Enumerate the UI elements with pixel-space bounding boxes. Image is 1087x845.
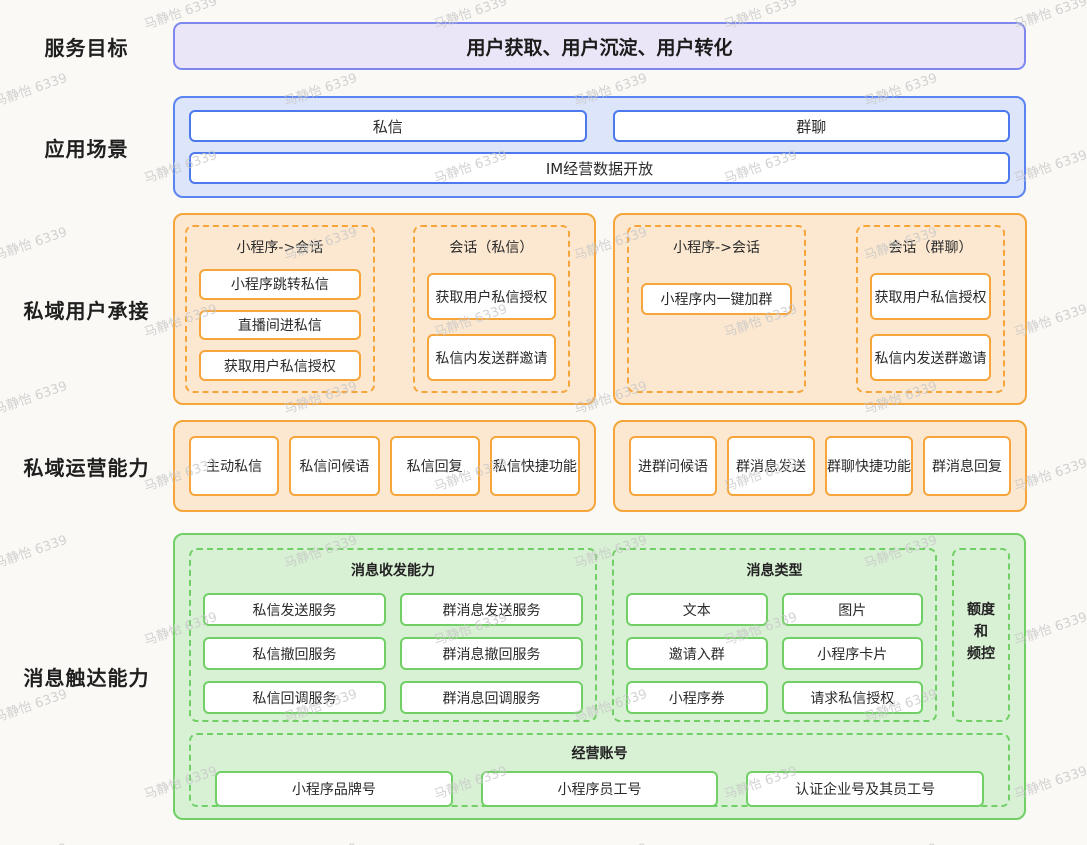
scene-im-data-node: IM经营数据开放	[189, 152, 1010, 184]
capability-node: 获取用户私信授权	[426, 273, 556, 320]
application-scene-panel: 私信 群聊 IM经营数据开放	[173, 96, 1026, 198]
watermark-text: 马静怡 6339	[571, 837, 649, 845]
group-title: 消息类型	[746, 563, 803, 579]
capability-node: 群聊快捷功能	[825, 436, 913, 496]
capability-node: 私信内发送群邀请	[870, 334, 991, 381]
capability-node: 小程序品牌号	[215, 771, 453, 807]
capability-node: 小程序跳转私信	[199, 269, 361, 300]
group-quota-frequency: 额度 和 频控	[952, 548, 1010, 722]
group-chat-group: 会话（群聊） 获取用户私信授权 私信内发送群邀请	[856, 225, 1005, 393]
row-label-service-goal: 服务目标	[44, 35, 129, 60]
service-goal-box: 用户获取、用户沉淀、用户转化	[173, 22, 1026, 70]
capability-node: 文本	[626, 593, 768, 626]
capability-node: 群消息撤回服务	[400, 637, 584, 670]
group-title: 经营账号	[571, 746, 628, 762]
row-label-private-user-intake: 私域用户承接	[23, 298, 150, 323]
capability-node: 直播间进私信	[199, 309, 361, 341]
group-title: 会话（私信）	[449, 240, 534, 256]
row-label-message-reach: 消息触达能力	[23, 666, 150, 690]
group-message-types: 消息类型 文本 邀请入群 小程序券 图片 小程序卡片 请求私信授权	[612, 548, 937, 722]
capability-node: 小程序员工号	[480, 771, 719, 807]
ops-group-chat-panel: 进群问候语 群消息发送 群聊快捷功能 群消息回复	[613, 420, 1027, 512]
quota-line: 和	[974, 624, 988, 641]
capability-node: 图片	[781, 593, 923, 626]
watermark-text: 马静怡 6339	[861, 837, 939, 845]
capability-node: 主动私信	[189, 436, 280, 496]
capability-node: 获取用户私信授权	[199, 350, 361, 382]
quota-line: 额度	[967, 602, 995, 619]
watermark-text: 马静怡 6339	[281, 837, 359, 845]
capability-node: 群消息回复	[923, 436, 1011, 496]
capability-node: 私信回复	[389, 436, 480, 496]
capability-node: 认证企业号及其员工号	[746, 771, 985, 807]
row-label-private-ops: 私域运营能力	[23, 455, 150, 480]
group-send-receive: 消息收发能力 私信发送服务 私信撤回服务 私信回调服务 群消息发送服务 群消息撤…	[189, 548, 598, 722]
scene-group-chat-node: 群聊	[612, 110, 1010, 142]
capability-node: 私信内发送群邀请	[426, 334, 556, 381]
intake-group-chat-panel: 小程序->会话 小程序内一键加群 会话（群聊） 获取用户私信授权 私信内发送群邀…	[613, 213, 1027, 405]
scene-private-chat-node: 私信	[189, 110, 587, 142]
capability-node: 私信问候语	[289, 436, 380, 496]
capability-node: 邀请入群	[626, 637, 768, 670]
group-title: 小程序->会话	[236, 240, 324, 256]
quota-line: 频控	[967, 645, 995, 662]
group-miniprogram-to-chat: 小程序->会话 小程序内一键加群	[627, 225, 807, 393]
capability-node: 私信撤回服务	[203, 637, 387, 670]
watermark-text: 马静怡 6339	[0, 837, 69, 845]
capability-node: 私信发送服务	[203, 593, 387, 626]
capability-node: 群消息发送服务	[400, 593, 584, 626]
capability-node: 进群问候语	[629, 436, 717, 496]
capability-node: 小程序卡片	[781, 637, 923, 670]
group-title: 小程序->会话	[673, 240, 760, 256]
capability-node: 私信回调服务	[203, 681, 387, 714]
capability-node: 请求私信授权	[781, 681, 923, 714]
capability-node: 获取用户私信授权	[870, 273, 991, 320]
message-reach-panel: 消息收发能力 私信发送服务 私信撤回服务 私信回调服务 群消息发送服务 群消息撤…	[173, 533, 1026, 820]
service-goal-title: 用户获取、用户沉淀、用户转化	[466, 36, 733, 59]
capability-node: 小程序内一键加群	[641, 283, 793, 315]
group-miniprogram-to-chat: 小程序->会话 小程序跳转私信 直播间进私信 获取用户私信授权	[185, 225, 375, 393]
ops-private-chat-panel: 主动私信 私信问候语 私信回复 私信快捷功能	[173, 420, 596, 512]
capability-node: 私信快捷功能	[489, 436, 580, 496]
group-chat-private: 会话（私信） 获取用户私信授权 私信内发送群邀请	[412, 225, 570, 393]
capability-node: 群消息回调服务	[400, 681, 584, 714]
group-title: 消息收发能力	[351, 563, 436, 579]
capability-node: 群消息发送	[727, 436, 815, 496]
row-label-application-scene: 应用场景	[44, 136, 129, 161]
group-business-accounts: 经营账号 小程序品牌号 小程序员工号 认证企业号及其员工号	[189, 733, 1010, 807]
group-title: 会话（群聊）	[888, 240, 973, 256]
intake-private-chat-panel: 小程序->会话 小程序跳转私信 直播间进私信 获取用户私信授权 会话（私信） 获…	[173, 213, 596, 405]
capability-node: 小程序券	[626, 681, 768, 714]
